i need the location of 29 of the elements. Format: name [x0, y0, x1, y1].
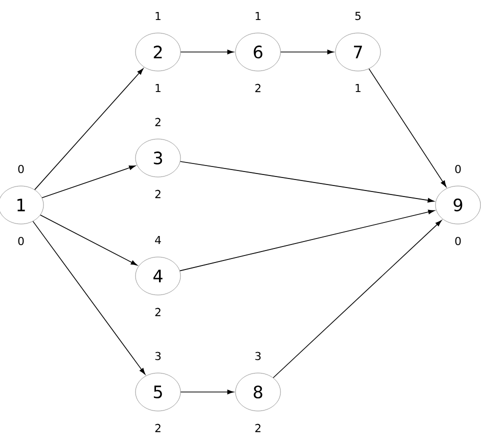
node-value: 4: [155, 236, 161, 244]
arrow: [180, 390, 234, 394]
node-value: 2: [155, 190, 160, 198]
node-value: 3: [255, 352, 261, 360]
node-value: 3: [155, 352, 161, 360]
arrow: [42, 165, 136, 198]
node-value: 0: [455, 164, 461, 174]
arrow: [32, 220, 146, 374]
arrow: [280, 50, 334, 54]
node-value: 1: [156, 12, 160, 20]
node-value: 1: [256, 12, 260, 20]
node-value: 2: [255, 84, 260, 92]
node-value: 1: [356, 84, 360, 92]
node-value: 0: [455, 236, 461, 246]
arrow: [179, 210, 435, 272]
arrow: [180, 50, 234, 54]
node-value: 1: [156, 84, 160, 92]
arrow: [368, 68, 446, 187]
node-value: 2: [155, 424, 160, 432]
node-value: 0: [18, 164, 24, 174]
node-value: 5: [355, 12, 361, 20]
node-value: 2: [155, 308, 160, 316]
arrow: [34, 68, 144, 190]
node-value: 2: [155, 118, 160, 126]
arrow: [40, 214, 138, 266]
node-value: 2: [255, 424, 260, 432]
arrow: [272, 220, 442, 378]
arrow: [180, 161, 434, 203]
node-value: 0: [18, 236, 24, 246]
